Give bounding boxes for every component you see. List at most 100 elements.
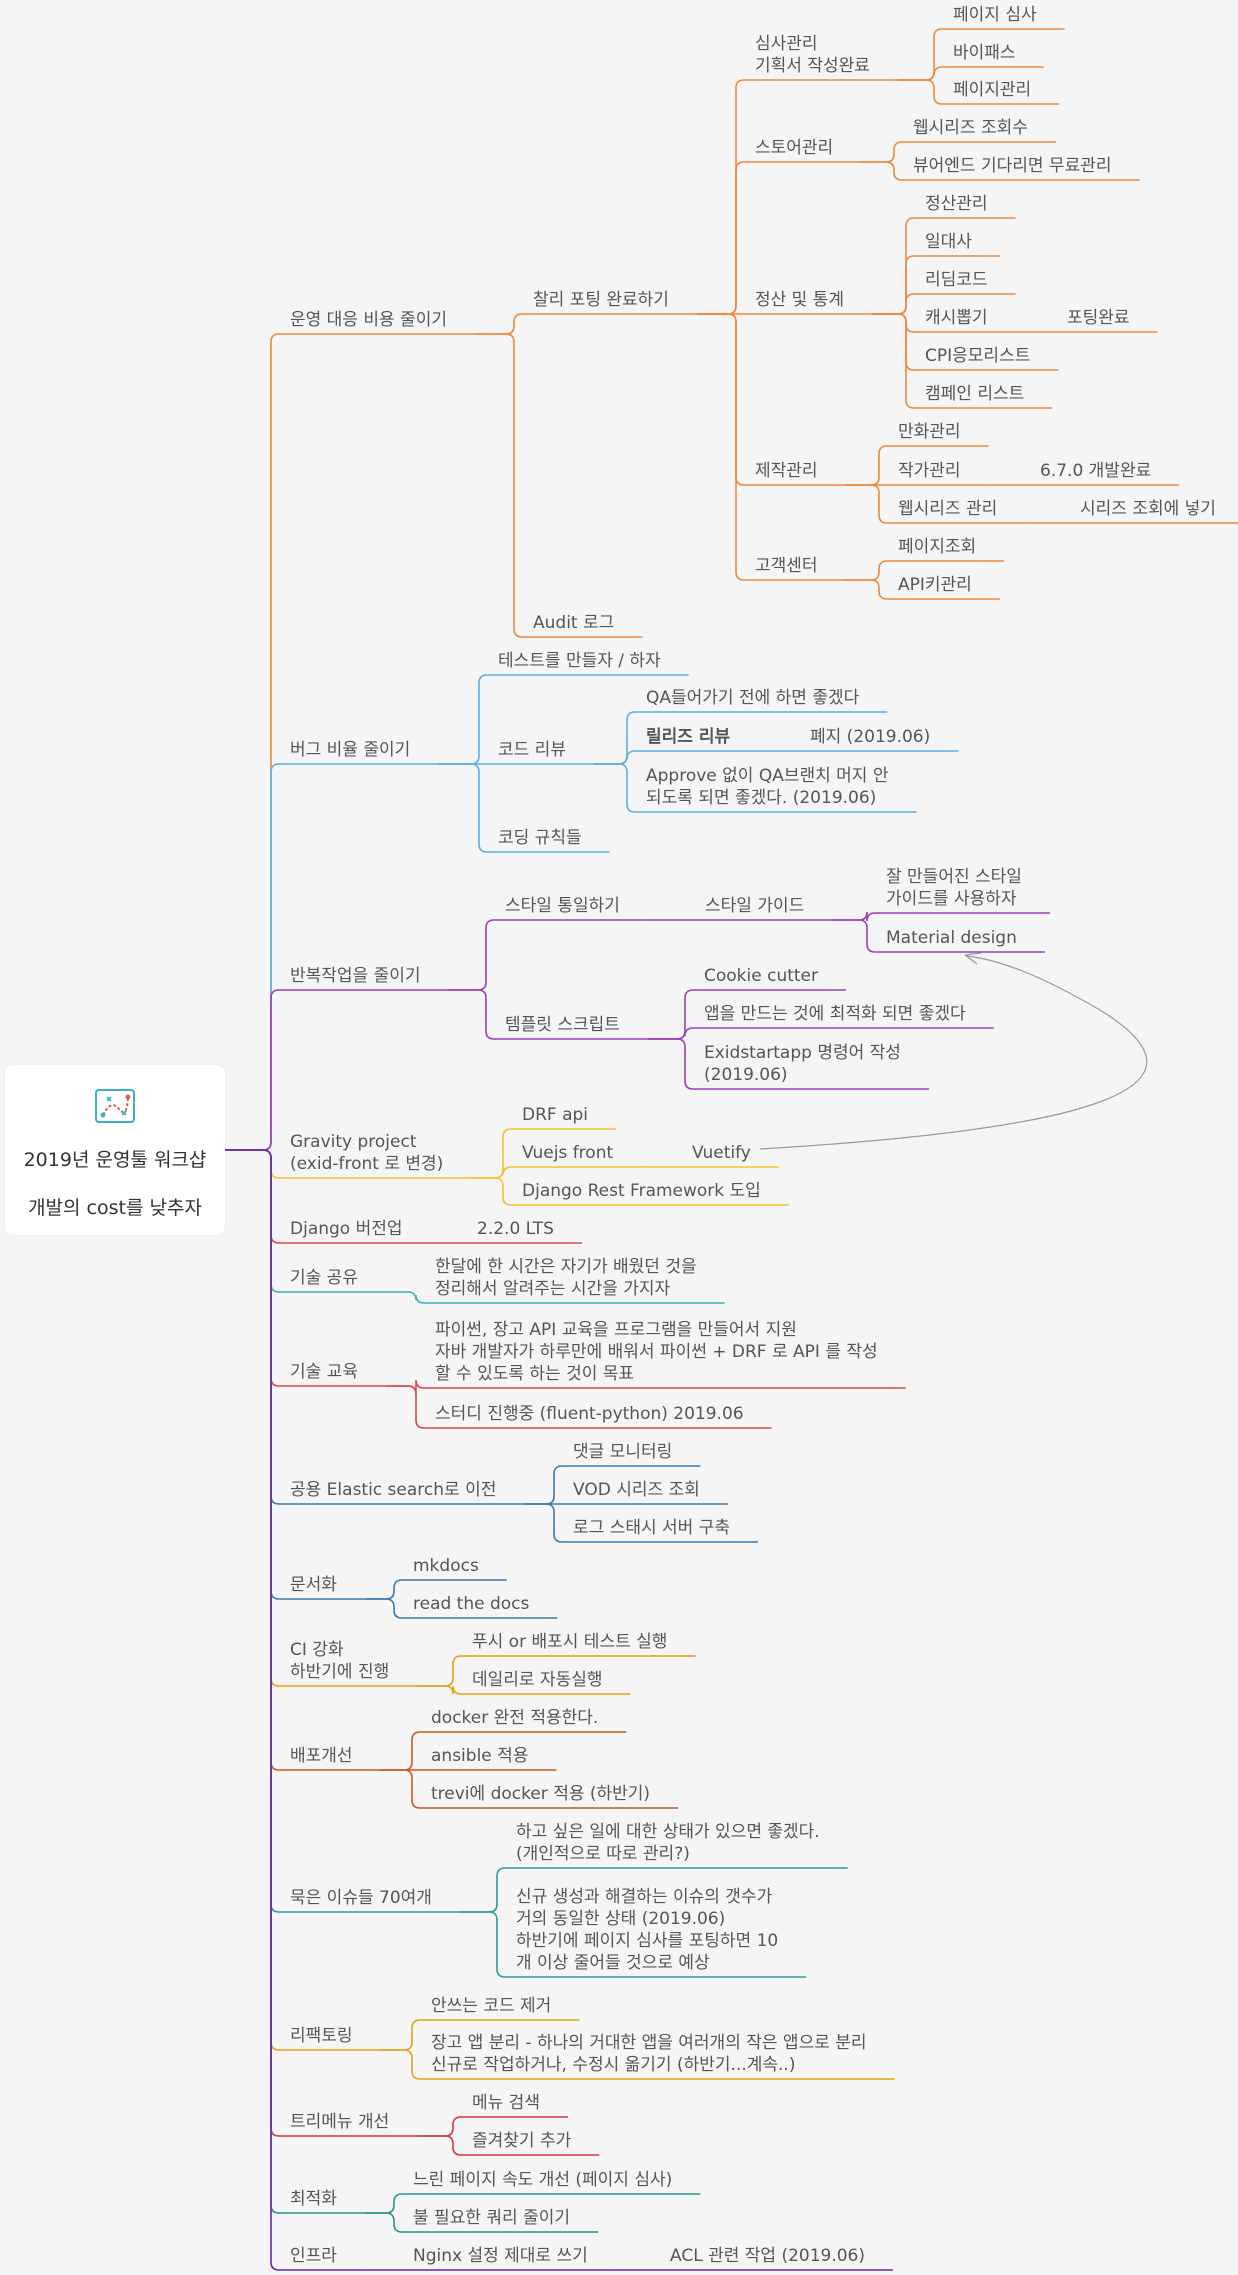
topic-리팩토링[interactable]: 리팩토링 — [285, 2026, 381, 2051]
topic-캐시뽑기[interactable]: 캐시뽑기 — [920, 308, 1016, 333]
topic-리딤코드[interactable]: 리딤코드 — [920, 270, 1016, 295]
topic-뷰어엔드-기다리면-무료관리[interactable]: 뷰어엔드 기다리면 무료관리 — [908, 156, 1140, 181]
topic-로그-스태시-서버-구축[interactable]: 로그 스태시 서버 구축 — [568, 1518, 758, 1543]
topic-label: 만화관리 — [898, 422, 961, 442]
topic-릴리즈-리뷰[interactable]: 릴리즈 리뷰 — [641, 727, 759, 752]
topic-운영-대응-비용-줄이기[interactable]: 운영 대응 비용 줄이기 — [285, 310, 475, 335]
topic-qa들어가기-전에-하면-좋겠다[interactable]: QA들어가기 전에 하면 좋겠다 — [641, 688, 888, 713]
topic-최적화[interactable]: 최적화 — [285, 2189, 365, 2214]
topic-웹시리즈-관리[interactable]: 웹시리즈 관리 — [893, 499, 1026, 524]
topic-기술-교육[interactable]: 기술 교육 — [285, 1362, 386, 1387]
topic-캠페인-리스트[interactable]: 캠페인 리스트 — [920, 384, 1053, 409]
topic-테스트를-만들자--하자[interactable]: 테스트를 만들자 / 하자 — [493, 651, 689, 676]
topic-느린-페이지-속도-개선-페이지-심사[interactable]: 느린 페이지 속도 개선 (페이지 심사) — [408, 2170, 701, 2195]
topic-audit-로그[interactable]: Audit 로그 — [528, 613, 643, 638]
root-title: 2019년 운영툴 워크샵 — [23, 1149, 207, 1171]
topic-반복작업을-줄이기[interactable]: 반복작업을 줄이기 — [285, 966, 449, 991]
topic-페이지-심사[interactable]: 페이지 심사 — [948, 5, 1065, 30]
topic-코딩-규칙들[interactable]: 코딩 규칙들 — [493, 828, 610, 853]
connector — [897, 28, 948, 81]
topic-label: Audit 로그 — [533, 613, 614, 633]
topic-cpi응모리스트[interactable]: CPI응모리스트 — [920, 346, 1059, 371]
topic-기술-공유[interactable]: 기술 공유 — [285, 1268, 386, 1293]
topic-exidstartapp-명령어-작성[interactable]: Exidstartapp 명령어 작성(2019.06) — [699, 1043, 929, 1090]
topic-인프라[interactable]: 인프라 — [285, 2246, 365, 2271]
topic-label: Django 버전업 — [290, 1219, 403, 1239]
topic-폐지-201906[interactable]: 폐지 (2019.06) — [805, 727, 959, 752]
topic-ansible-적용[interactable]: ansible 적용 — [426, 1746, 557, 1771]
topic-찰리-포팅-완료하기[interactable]: 찰리 포팅 완료하기 — [528, 290, 697, 315]
topic-하고-싶은-일에-대한-상태가-있으면-좋겠다[interactable]: 하고 싶은 일에 대한 상태가 있으면 좋겠다.(개인적으로 따로 관리?) — [511, 1822, 848, 1869]
topic-label: DRF api — [522, 1105, 588, 1125]
topic-바이패스[interactable]: 바이패스 — [948, 43, 1044, 68]
topic-api키관리[interactable]: API키관리 — [893, 575, 1000, 600]
topic-웹시리즈-조회수[interactable]: 웹시리즈 조회수 — [908, 118, 1056, 143]
topic-작가관리[interactable]: 작가관리 — [893, 461, 989, 486]
topic-데일리로-자동실행[interactable]: 데일리로 자동실행 — [467, 1670, 631, 1695]
topic-즐겨찾기-추가[interactable]: 즐겨찾기 추가 — [467, 2131, 600, 2156]
topic-포팅완료[interactable]: 포팅완료 — [1062, 308, 1158, 333]
topic-정산관리[interactable]: 정산관리 — [920, 194, 1016, 219]
topic-vuetify[interactable]: Vuetify — [687, 1143, 779, 1168]
topic-스타일-통일하기[interactable]: 스타일 통일하기 — [500, 896, 648, 921]
topic-read-the-docs[interactable]: read the docs — [408, 1594, 558, 1619]
topic-문서화[interactable]: 문서화 — [285, 1575, 365, 1600]
topic-trevi에-docker-적용-하반기[interactable]: trevi에 docker 적용 (하반기) — [426, 1784, 679, 1809]
topic-스타일-가이드[interactable]: 스타일 가이드 — [700, 896, 833, 921]
topic-label: 릴리즈 리뷰 — [646, 727, 730, 747]
topic-배포개선[interactable]: 배포개선 — [285, 1746, 381, 1771]
topic-페이지관리[interactable]: 페이지관리 — [948, 80, 1060, 105]
connector — [845, 484, 893, 524]
topic-670-개발완료[interactable]: 6.7.0 개발완료 — [1035, 461, 1180, 486]
topic-템플릿-스크립트[interactable]: 템플릿 스크립트 — [500, 1015, 648, 1040]
topic-mkdocs[interactable]: mkdocs — [408, 1556, 507, 1581]
connector — [897, 79, 948, 105]
topic-안쓰는-코드-제거[interactable]: 안쓰는 코드 제거 — [426, 1996, 580, 2021]
topic-묵은-이슈들-70여개[interactable]: 묵은 이슈들 70여개 — [285, 1888, 460, 1913]
topic-버그-비율-줄이기[interactable]: 버그 비율 줄이기 — [285, 740, 439, 765]
topic-정산-및-통계[interactable]: 정산 및 통계 — [750, 290, 873, 315]
connector — [225, 333, 285, 1151]
topic-페이지조회[interactable]: 페이지조회 — [893, 537, 1005, 562]
topic-acl-관련-작업-201906[interactable]: ACL 관련 작업 (2019.06) — [665, 2246, 894, 2271]
topic-코드-리뷰[interactable]: 코드 리뷰 — [493, 740, 594, 765]
connector — [872, 313, 920, 409]
topic-nginx-설정-제대로-쓰기[interactable]: Nginx 설정 제대로 쓰기 — [408, 2246, 616, 2271]
topic-label: 페이지 심사 — [953, 5, 1037, 25]
topic-불-필요한-쿼리-줄이기[interactable]: 불 필요한 쿼리 줄이기 — [408, 2208, 598, 2233]
topic-트리메뉴-개선[interactable]: 트리메뉴 개선 — [285, 2112, 418, 2137]
topic-drf-api[interactable]: DRF api — [517, 1105, 617, 1130]
connector — [845, 579, 893, 600]
topic-만화관리[interactable]: 만화관리 — [893, 422, 989, 447]
topic-vod-시리즈-조회[interactable]: VOD 시리즈 조회 — [568, 1480, 728, 1505]
topic-스토어관리[interactable]: 스토어관리 — [750, 138, 862, 163]
topic-gravity-project[interactable]: Gravity project(exid-front 로 변경) — [285, 1132, 472, 1179]
topic-django-rest-framework-도입[interactable]: Django Rest Framework 도입 — [517, 1181, 789, 1206]
topic-공용-elastic-search로-이전[interactable]: 공용 Elastic search로 이전 — [285, 1480, 525, 1505]
topic-제작관리[interactable]: 제작관리 — [750, 461, 846, 486]
topic-스터디-진행중-fluent-python-201906[interactable]: 스터디 진행중 (fluent-python) 2019.06 — [430, 1404, 772, 1429]
topic-앱을-만드는-것에-최적화-되면-좋겠다[interactable]: 앱을 만드는 것에 최적화 되면 좋겠다 — [699, 1004, 994, 1029]
root-topic[interactable]: 2019년 운영툴 워크샵 개발의 cost를 낮추자 — [5, 1065, 225, 1235]
topic-vuejs-front[interactable]: Vuejs front — [517, 1143, 642, 1168]
topic-댓글-모니터링[interactable]: 댓글 모니터링 — [568, 1442, 701, 1467]
topic-고객센터[interactable]: 고객센터 — [750, 556, 846, 581]
topic-메뉴-검색[interactable]: 메뉴 검색 — [467, 2093, 568, 2118]
topic-django-버전업[interactable]: Django 버전업 — [285, 1219, 431, 1244]
topic-일대사[interactable]: 일대사 — [920, 232, 1000, 257]
connector — [417, 1685, 467, 1695]
topic-docker-완전-적용한다[interactable]: docker 완전 적용한다. — [426, 1708, 627, 1733]
topic-cookie-cutter[interactable]: Cookie cutter — [699, 966, 847, 991]
topic-220-lts[interactable]: 2.2.0 LTS — [472, 1219, 582, 1244]
topic-푸시-or-배포시-테스트-실행[interactable]: 푸시 or 배포시 테스트 실행 — [467, 1632, 696, 1657]
topic-material-design[interactable]: Material design — [881, 928, 1045, 953]
topic-시리즈-조회에-넣기[interactable]: 시리즈 조회에 넣기 — [1075, 499, 1238, 524]
